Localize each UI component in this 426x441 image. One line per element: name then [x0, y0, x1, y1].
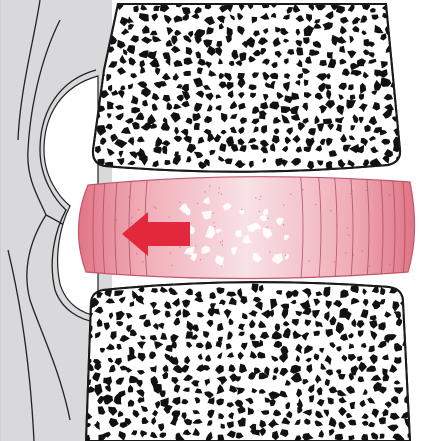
- bone-trabecula: [396, 37, 405, 47]
- disc-speckle: [197, 203, 198, 204]
- disc-speckle: [138, 209, 139, 210]
- disc-speckle: [142, 261, 143, 262]
- bone-trabecula: [395, 73, 403, 81]
- disc-speckle: [213, 222, 214, 223]
- bone-trabecula: [392, 4, 399, 11]
- disc-speckle: [351, 191, 352, 192]
- lower-vertebral-body: [80, 282, 414, 441]
- bone-trabecula: [313, 331, 320, 336]
- disc-speckle: [353, 254, 354, 255]
- disc-speckle: [260, 196, 261, 197]
- bone-trabecula: [391, 26, 400, 36]
- bone-trabecula: [296, 47, 303, 55]
- disc-speckle: [169, 217, 170, 218]
- bone-trabecula: [393, 144, 404, 152]
- disc-speckle: [259, 211, 260, 212]
- disc-speckle: [136, 253, 137, 254]
- disc-speckle: [389, 194, 390, 195]
- disc-speckle: [218, 192, 219, 193]
- bone-trabecula: [380, 434, 385, 439]
- disc-speckle: [302, 189, 303, 190]
- disc-speckle: [221, 194, 222, 195]
- disc-speckle: [214, 226, 215, 227]
- disc-speckle: [347, 227, 348, 228]
- bone-trabecula: [327, 52, 333, 59]
- bone-trabecula: [405, 323, 410, 331]
- bone-trabecula: [394, 59, 399, 66]
- bone-trabecula: [319, 60, 327, 66]
- disc-speckle: [200, 259, 201, 260]
- disc-speckle: [195, 245, 196, 246]
- disc-speckle: [336, 225, 337, 226]
- disc-speckle: [269, 251, 270, 252]
- disc-speckle: [350, 193, 351, 194]
- bone-trabecula: [392, 13, 399, 18]
- disc-speckle: [369, 266, 370, 267]
- upper-vertebral-body: [92, 1, 406, 172]
- disc-speckle: [362, 250, 363, 251]
- disc-speckle: [220, 242, 221, 243]
- disc-speckle: [128, 197, 129, 198]
- bone-trabecula: [402, 289, 408, 296]
- disc-speckle: [213, 213, 214, 214]
- disc-speckle: [283, 205, 284, 206]
- disc-speckle: [259, 199, 260, 200]
- disc-speckle: [179, 246, 180, 247]
- disc-speckle: [209, 185, 210, 186]
- disc-speckle: [267, 226, 268, 227]
- bone-trabecula: [183, 71, 191, 76]
- disc-speckle: [334, 261, 335, 262]
- disc-speckle: [116, 219, 117, 220]
- disc-speckle: [330, 210, 331, 211]
- bone-trabecula: [393, 46, 399, 53]
- disc-speckle: [283, 224, 284, 225]
- disc-speckle: [290, 193, 291, 194]
- disc-speckle: [204, 191, 205, 192]
- disc-speckle: [171, 265, 172, 266]
- disc-speckle: [285, 255, 286, 256]
- disc-speckle: [222, 240, 223, 241]
- bone-trabecula: [205, 1, 212, 9]
- disc-speckle: [170, 253, 171, 254]
- disc-speckle: [267, 218, 268, 219]
- disc-speckle: [221, 265, 222, 266]
- bone-trabecula: [323, 118, 332, 124]
- disc-speckle: [154, 206, 155, 207]
- disc-speckle: [219, 187, 220, 188]
- disc-speckle: [131, 217, 132, 218]
- disc-speckle: [348, 235, 349, 236]
- disc-speckle: [241, 209, 242, 210]
- bone-trabecula: [396, 104, 407, 111]
- disc-speckle: [155, 207, 156, 208]
- disc-speckle: [389, 264, 390, 265]
- bone-trabecula: [194, 123, 200, 130]
- disc-speckle: [131, 222, 132, 223]
- disc-speckle: [308, 260, 309, 261]
- disc-speckle: [315, 204, 316, 205]
- disc-speckle: [366, 190, 367, 191]
- disc-speckle: [255, 197, 256, 198]
- disc-speckle: [345, 252, 346, 253]
- disc-speckle: [179, 202, 180, 203]
- disc-speckle: [221, 244, 222, 245]
- bone-trabecula: [394, 357, 402, 364]
